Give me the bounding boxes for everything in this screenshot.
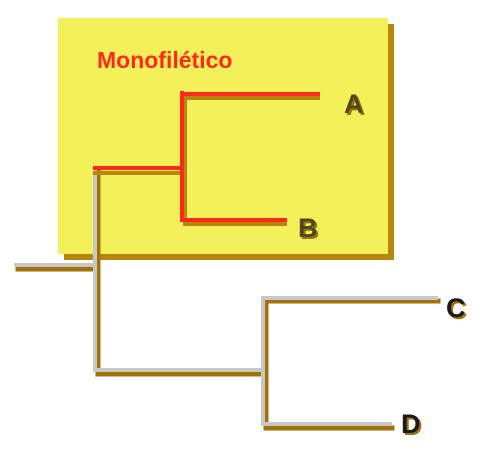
outgroup-branches [14, 168, 441, 431]
taxon-label-b: B [298, 213, 318, 243]
taxon-label-d-shadow: D [403, 411, 423, 441]
taxon-label-a-shadow: A [346, 91, 366, 121]
taxon-label-b-shadow: B [300, 215, 320, 245]
taxon-label-d: D [401, 409, 421, 439]
taxon-label-c: C [446, 293, 466, 323]
taxon-label-a: A [344, 89, 364, 119]
taxon-labels: A A B B C C D D [298, 89, 468, 441]
ingroup-branches [93, 91, 320, 226]
monophyletic-clade-box [58, 18, 388, 254]
taxon-label-c-shadow: C [448, 295, 468, 325]
clade-title: Monofilético [97, 47, 232, 73]
